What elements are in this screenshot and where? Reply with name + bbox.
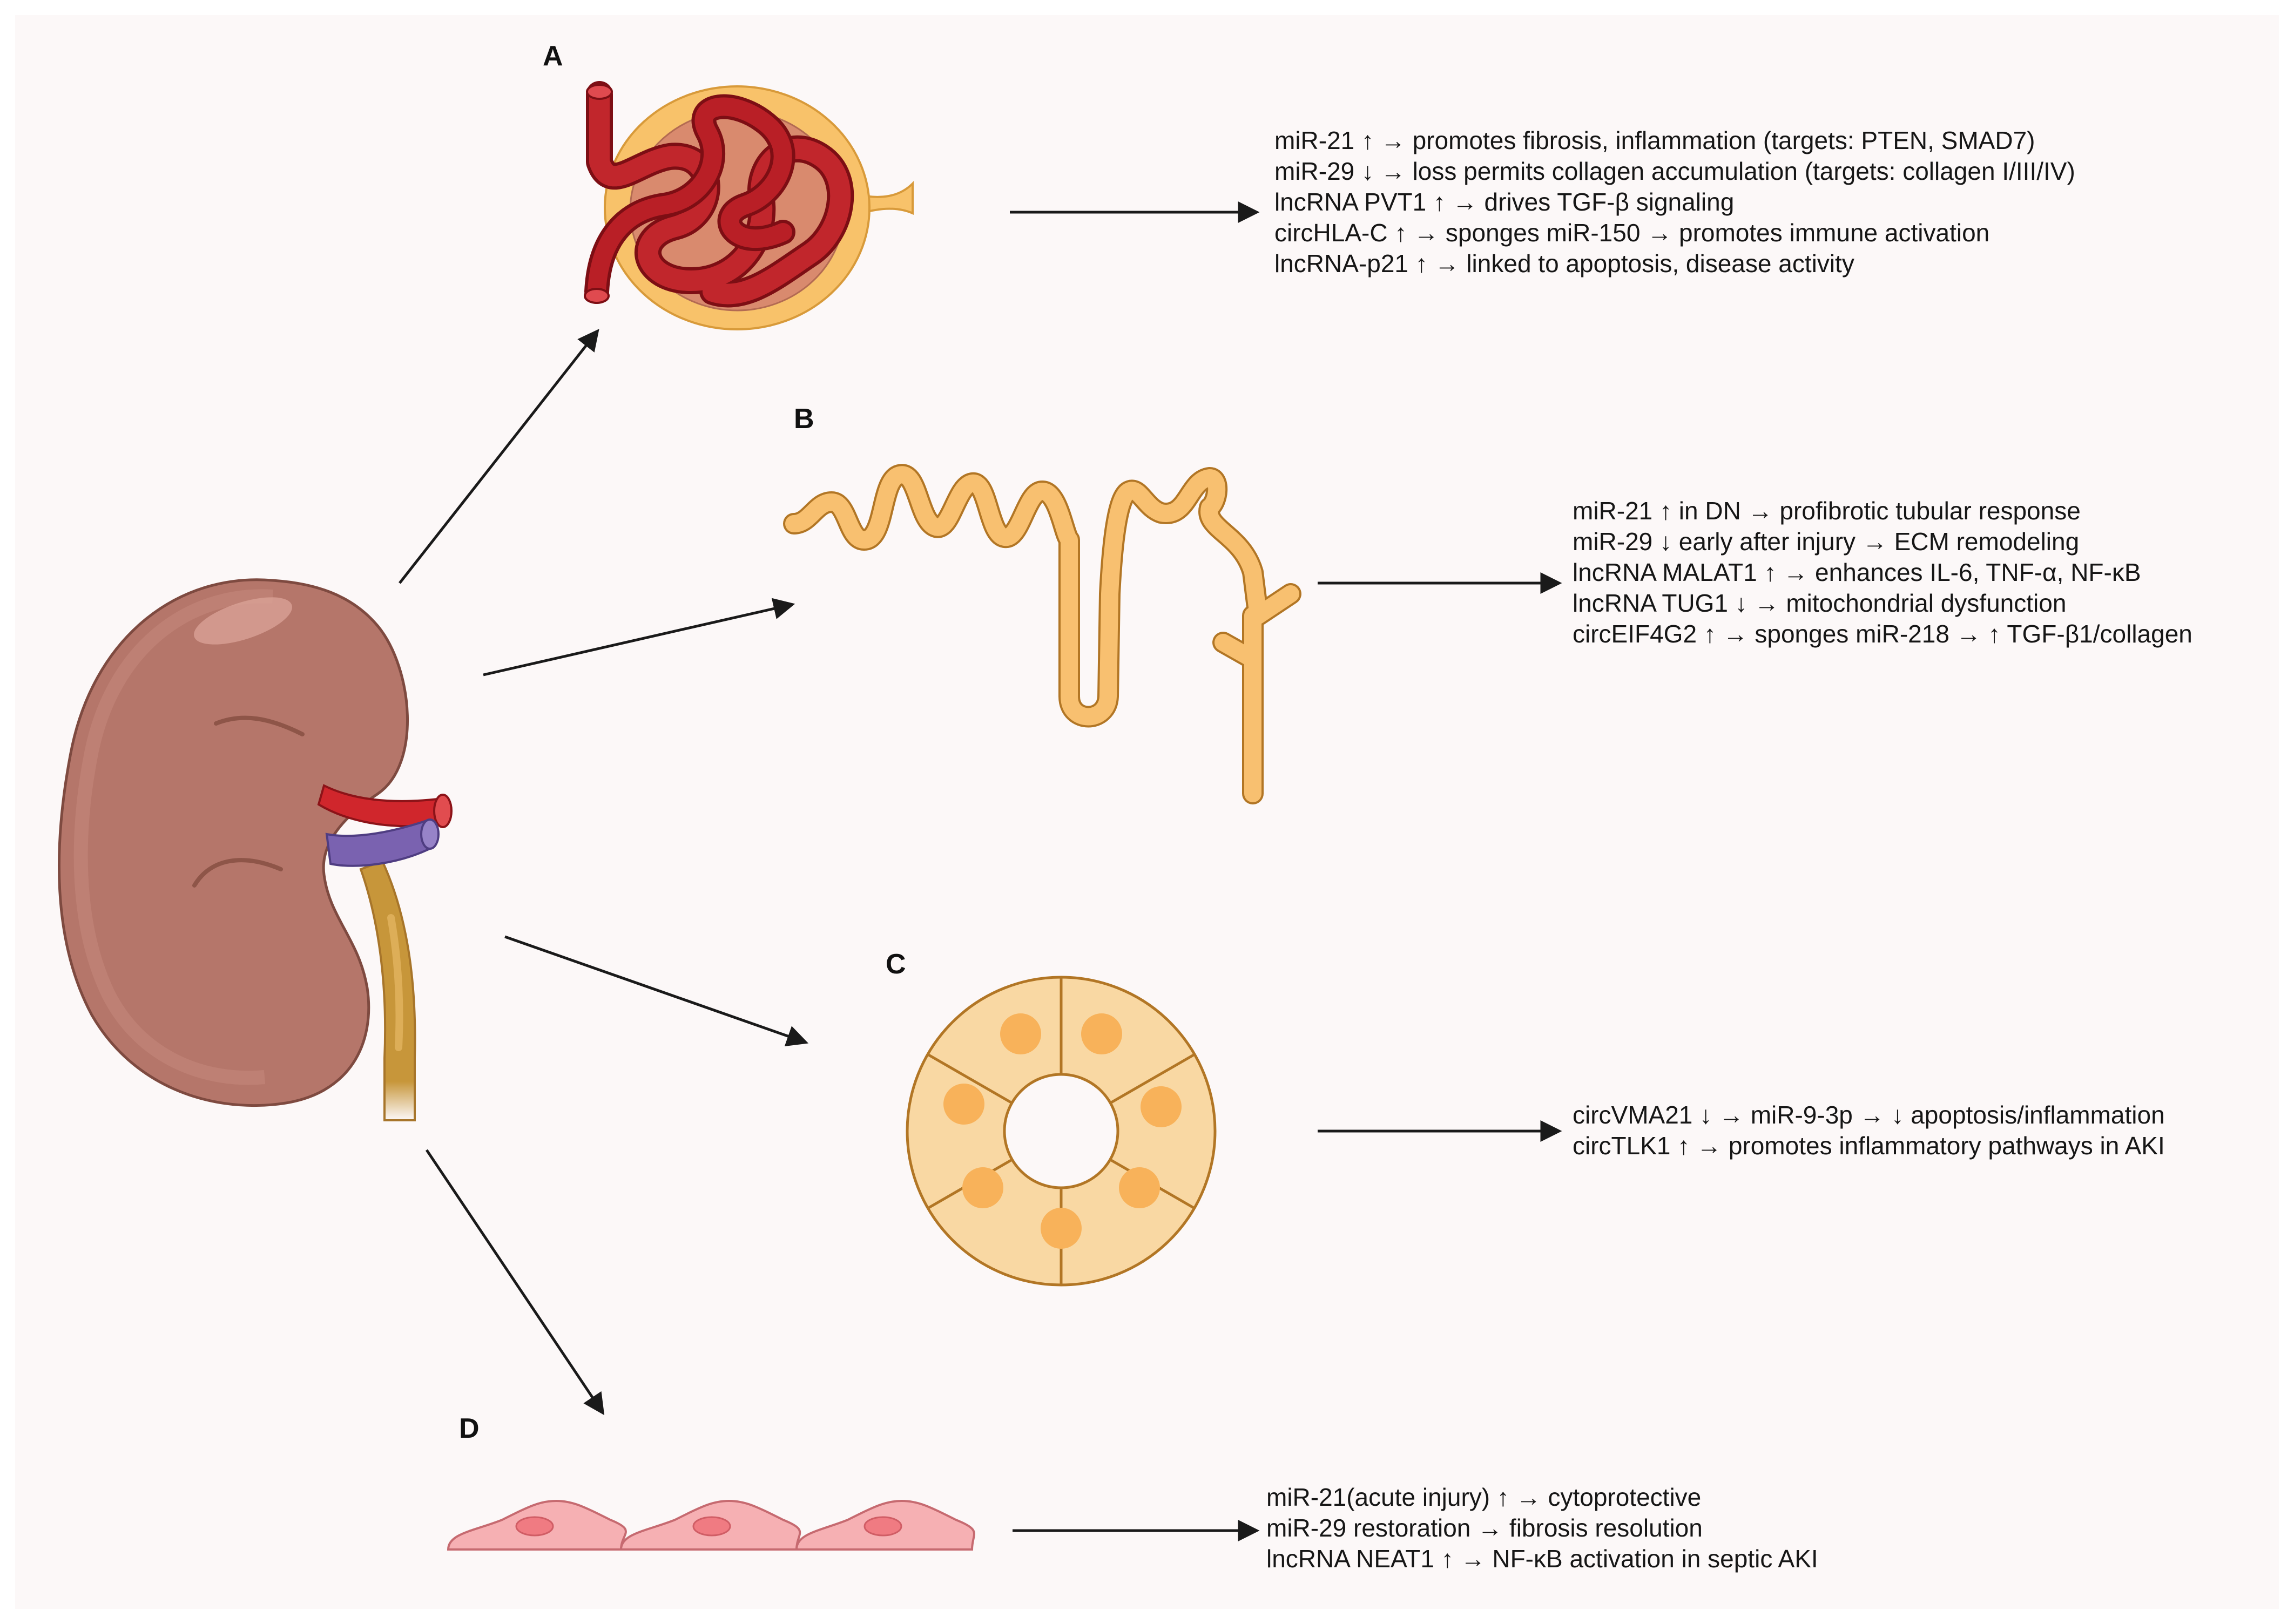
kidney-body [58, 578, 409, 1107]
panel-b-line: miR-21 ↑ in DN → profibrotic tubular res… [1573, 497, 2081, 525]
kidney-arrows [399, 329, 809, 1416]
panel-a-line: lncRNA-p21 ↑ → linked to apoptosis, dise… [1274, 249, 1854, 278]
arrow-to-a [399, 329, 599, 584]
text-arrows [1010, 201, 1562, 1541]
panel-b-line: lncRNA TUG1 ↓ → mitochondrial dysfunctio… [1573, 589, 2067, 617]
arrow-to-c [504, 935, 809, 1047]
panel-c-text: circVMA21 ↓ → miR-9-3p → ↓ apoptosis/inf… [1573, 1100, 2165, 1161]
panel-d-text: miR-21(acute injury) ↑ → cytoprotective … [1266, 1482, 1818, 1574]
panel-a-line: circHLA-C ↑ → sponges miR-150 → promotes… [1274, 219, 1990, 247]
renal-tubule [783, 464, 1301, 804]
panel-d-line: miR-29 restoration → fibrosis resolution [1266, 1514, 1703, 1542]
renal-vein [325, 819, 434, 867]
panel-label-b: B [794, 403, 814, 435]
panel-label-c: C [886, 949, 906, 980]
panel-a-text: miR-21 ↑ → promotes fibrosis, inflammati… [1274, 125, 2075, 279]
panel-d-line: miR-21(acute injury) ↑ → cytoprotective [1266, 1483, 1702, 1511]
epithelial-ring [906, 976, 1217, 1287]
panel-a-line: lncRNA PVT1 ↑ → drives TGF-β signaling [1274, 188, 1735, 216]
panel-a-line: miR-21 ↑ → promotes fibrosis, inflammati… [1274, 126, 2035, 154]
arrow-to-d [425, 1149, 605, 1416]
arrow-to-b [483, 598, 795, 676]
panel-a-line: miR-29 ↓ → loss permits collagen accumul… [1274, 157, 2075, 185]
panel-c-line: circVMA21 ↓ → miR-9-3p → ↓ apoptosis/inf… [1573, 1101, 2165, 1129]
panel-b-text: miR-21 ↑ in DN → profibrotic tubular res… [1573, 496, 2192, 649]
panel-b-line: circEIF4G2 ↑ → sponges miR-218 → ↑ TGF-β… [1573, 620, 2192, 648]
ureter [359, 860, 416, 1121]
endothelial-cells [447, 1499, 975, 1551]
kidney [58, 578, 453, 1121]
panel-b-line: miR-29 ↓ early after injury → ECM remode… [1573, 527, 2080, 556]
panel-label-d: D [459, 1413, 480, 1444]
kidney-highlight [194, 597, 292, 645]
glomerulus [584, 81, 914, 330]
panel-c-line: circTLK1 ↑ → promotes inflammatory pathw… [1573, 1132, 2165, 1160]
panel-label-a: A [543, 40, 563, 72]
panel-b-line: lncRNA MALAT1 ↑ → enhances IL-6, TNF-α, … [1573, 558, 2141, 586]
panel-d-line: lncRNA NEAT1 ↑ → NF-κB activation in sep… [1266, 1545, 1818, 1573]
